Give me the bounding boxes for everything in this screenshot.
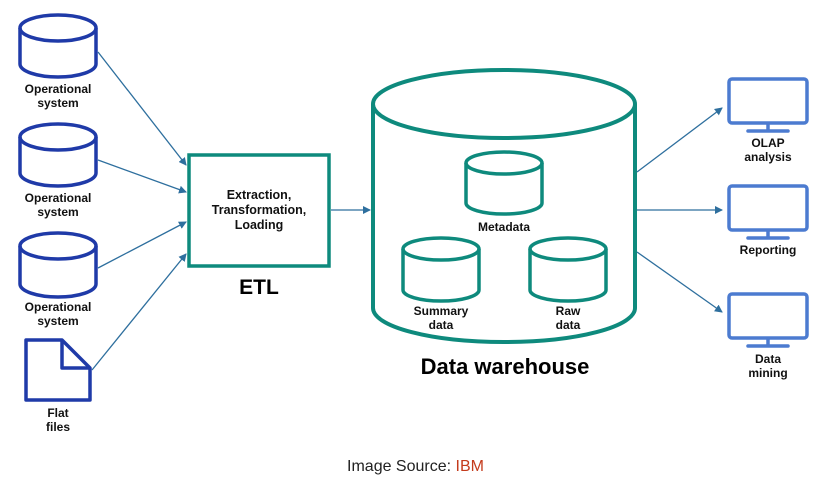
raw-store-icon <box>528 236 608 303</box>
output-label: Reporting <box>739 243 797 257</box>
warehouse-cylinder <box>371 68 637 344</box>
source-label: Operational system <box>24 191 92 219</box>
arrow-source1-to-etl <box>97 51 187 166</box>
output-label: OLAP analysis <box>744 136 792 164</box>
source-label: Flat files <box>45 406 70 434</box>
caption-prefix: Image Source: <box>347 458 456 475</box>
metadata-store-icon <box>464 150 544 216</box>
etl-box-text: Extraction, Transformation, Loading <box>211 188 307 232</box>
arrow-warehouse-to-mining <box>636 251 723 313</box>
etl-title: ETL <box>239 276 279 299</box>
summary-store-icon <box>401 236 481 303</box>
arrow-source2-to-etl <box>97 159 187 194</box>
monitor-icon <box>727 77 809 133</box>
output-label: Data mining <box>748 352 788 380</box>
source-label: Operational system <box>24 82 92 110</box>
arrow-source3-to-etl <box>97 221 187 269</box>
summary-data-label: Summary data <box>413 304 469 332</box>
raw-data-label: Raw data <box>555 304 581 332</box>
monitor-icon <box>727 292 809 348</box>
metadata-label: Metadata <box>477 220 530 234</box>
arrow-warehouse-to-olap <box>636 107 723 173</box>
caption-brand-link[interactable]: IBM <box>455 458 484 475</box>
database-icon <box>18 231 98 299</box>
database-icon <box>18 13 98 79</box>
arrow-source4-to-etl <box>91 253 187 371</box>
monitor-icon <box>727 184 809 240</box>
database-icon <box>18 122 98 188</box>
image-source-caption: Image Source: IBM <box>0 458 831 476</box>
warehouse-title: Data warehouse <box>420 354 590 379</box>
etl-box <box>187 153 331 268</box>
file-icon <box>24 338 92 402</box>
source-label: Operational system <box>24 300 92 328</box>
